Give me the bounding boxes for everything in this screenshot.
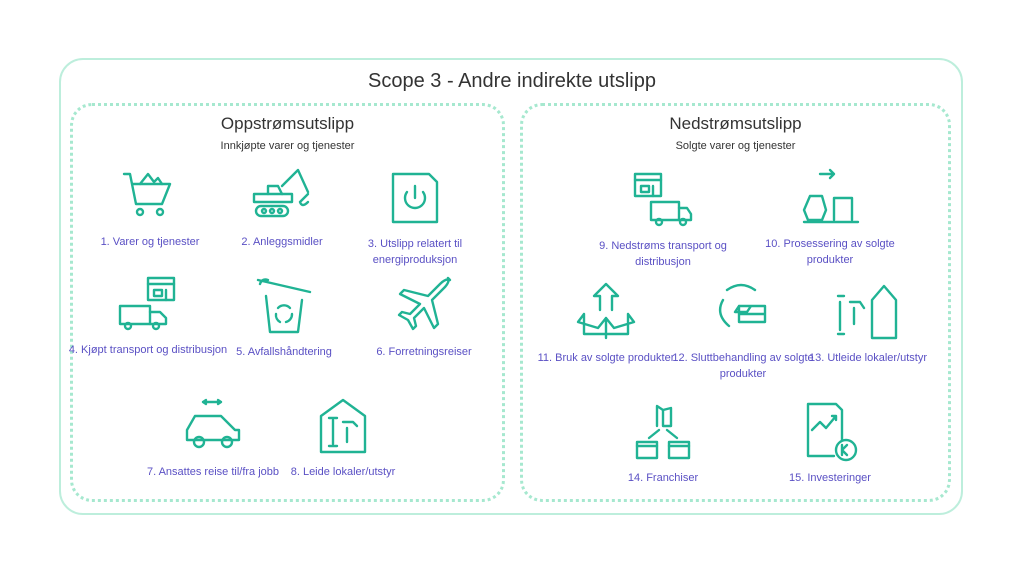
franchise-icon	[635, 404, 691, 460]
recycle-bin-icon	[256, 278, 312, 334]
airplane-icon	[397, 276, 452, 331]
truck-icon	[118, 276, 176, 331]
diagram-title: Scope 3 - Andre indirekte utslipp	[368, 70, 656, 92]
downstream-panel	[520, 103, 951, 502]
truck-icon	[633, 172, 693, 227]
upstream-panel	[70, 103, 505, 502]
item-11: 11. Bruk av solgte produkter	[521, 280, 691, 366]
excavator-icon	[252, 168, 310, 218]
investment-icon	[806, 402, 858, 462]
upstream-subtitle: Innkjøpte varer og tjenester	[220, 140, 355, 152]
downstream-title: Nedstrømsutslipp	[669, 114, 802, 133]
downstream-subtitle: Solgte varer og tjenester	[675, 140, 796, 152]
item-1: 1. Varer og tjenester	[65, 164, 235, 250]
outer-frame	[59, 58, 963, 515]
upstream-title: Oppstrømsutslipp	[220, 114, 355, 133]
tools-house-icon	[836, 284, 898, 340]
item-14: 14. Franchiser	[578, 400, 748, 486]
item-4: 4. Kjøpt transport og distribusjon	[63, 272, 233, 358]
item-6: 6. Forretningsreiser	[339, 274, 509, 360]
processing-icon	[802, 168, 860, 224]
box-cycle-icon	[718, 283, 767, 328]
item-9: 9. Nedstrøms transport og distribusjon	[578, 168, 748, 270]
item-8: 8. Leide lokaler/utstyr	[258, 394, 428, 480]
item-10: 10. Prosessering av solgte produkter	[745, 166, 915, 268]
item-12: 12. Sluttbehandling av solgte produkter	[658, 280, 828, 382]
open-box-icon	[576, 282, 636, 340]
shopping-cart-icon	[122, 172, 172, 217]
item-7: 7. Ansattes reise til/fra jobb	[128, 394, 298, 480]
item-15: 15. Investeringer	[745, 400, 915, 486]
item-2: 2. Anleggsmidler	[197, 164, 367, 250]
item-3: 3. Utslipp relatert til energiproduksjon	[330, 166, 500, 268]
item-5: 5. Avfallshåndtering	[199, 274, 369, 360]
building-tools-icon	[319, 398, 367, 454]
item-13: 13. Utleide lokaler/utstyr	[783, 280, 953, 366]
power-icon	[391, 172, 439, 224]
car-icon	[185, 398, 241, 449]
